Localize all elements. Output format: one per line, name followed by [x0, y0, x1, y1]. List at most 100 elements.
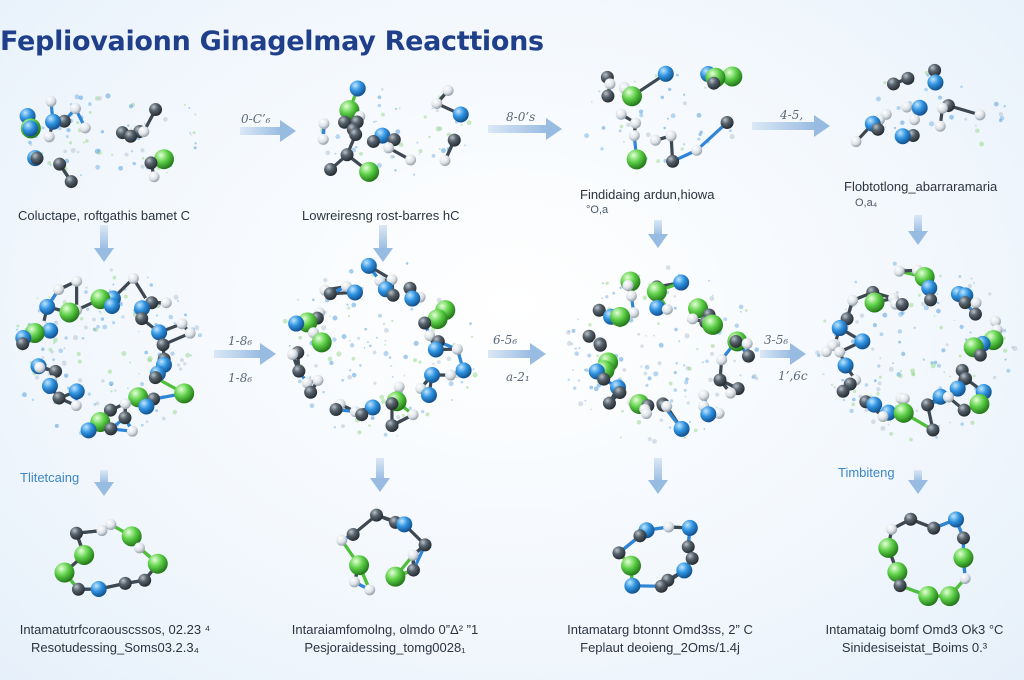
carbon-atom: [893, 579, 907, 593]
carbon-atom: [69, 526, 83, 540]
carbon-atom: [836, 384, 850, 398]
arrow-mid-3: [760, 343, 806, 365]
nitrogen-atom: [42, 322, 59, 339]
chlorine-atom: [887, 562, 908, 583]
molecule-top-1: [19, 95, 174, 189]
hydrogen-atom: [317, 133, 329, 145]
nitrogen-atom: [420, 387, 437, 404]
arrow-label-mid-3-upper: 3-5₆: [764, 333, 789, 347]
hydrogen-atom: [908, 114, 920, 126]
nitrogen-atom: [90, 581, 107, 598]
molecule-bottom-4: [878, 511, 974, 607]
carbon-atom: [30, 151, 44, 165]
nitrogen-atom: [133, 300, 150, 317]
carbon-atom: [968, 307, 982, 321]
chlorine-atom: [349, 555, 370, 576]
carbon-atom: [681, 540, 695, 554]
carbon-atom: [597, 372, 611, 386]
hydrogen-atom: [318, 118, 330, 130]
carbon-atom: [370, 508, 384, 522]
arrow-label-mid-3-lower: 1’,6c: [778, 369, 808, 383]
carbon-atom: [418, 316, 432, 330]
carbon-atom: [104, 422, 118, 436]
hydrogen-atom: [942, 391, 954, 403]
carbon-atom: [135, 312, 149, 326]
nitrogen-atom: [346, 284, 363, 301]
hydrogen-atom: [79, 122, 91, 134]
carbon-atom: [895, 298, 909, 312]
hydrogen-atom: [893, 265, 905, 277]
particle-cloud: [565, 265, 759, 444]
nitrogen-atom: [68, 383, 85, 400]
carbon-atom: [685, 551, 699, 565]
hydrogen-atom: [407, 409, 419, 421]
carbon-atom: [612, 546, 626, 560]
carbon-atom: [138, 573, 152, 587]
arrow-down-8: [908, 470, 928, 494]
chlorine-atom: [74, 544, 95, 565]
nitrogen-atom: [649, 299, 666, 316]
carbon-atom: [385, 419, 399, 433]
hydrogen-atom: [70, 400, 82, 412]
nitrogen-atom: [455, 362, 472, 379]
carbon-atom: [329, 403, 343, 417]
nitrogen-atom: [837, 357, 854, 374]
carbon-atom: [292, 364, 306, 378]
carbon-atom: [156, 338, 170, 352]
hydrogen-atom: [898, 393, 910, 405]
carbon-atom: [633, 529, 647, 543]
hydrogen-atom: [407, 549, 419, 561]
particle-cloud: [28, 93, 197, 177]
carbon-atom: [592, 303, 606, 317]
chlorine-atom: [339, 100, 360, 121]
cluster-mid-2: [287, 257, 472, 433]
nitrogen-atom: [452, 106, 469, 123]
carbon-atom: [387, 133, 401, 147]
nitrogen-atom: [22, 120, 39, 137]
page-title: Fepliovaionn Ginagelmay Reacttions: [0, 26, 544, 57]
arrow-label-mid-2-upper: 6-5₆: [493, 333, 518, 347]
caption-bottom-3-line1: Intamatarg btonnt Omd3ss, 2” C: [567, 622, 753, 637]
nitrogen-atom: [39, 298, 56, 315]
chlorine-atom: [147, 553, 168, 574]
chlorine-atom: [864, 292, 885, 313]
hydrogen-atom: [691, 144, 703, 156]
chlorine-atom: [54, 562, 75, 583]
chlorine-atom: [878, 537, 899, 558]
hydrogen-atom: [348, 576, 360, 588]
hydrogen-atom: [127, 272, 139, 284]
hydrogen-atom: [184, 327, 196, 339]
carbon-atom: [338, 115, 352, 129]
hydrogen-atom: [126, 425, 138, 437]
cluster-mid-4: [820, 264, 1004, 437]
carbon-atom: [148, 371, 162, 385]
carbon-atom: [904, 512, 918, 526]
chlorine-atom: [311, 332, 332, 353]
carbon-atom: [118, 576, 132, 590]
caption-bottom-4-line1: Intamataig bomf Omd3 Ok3 °C: [825, 622, 1004, 637]
arrow-label-mid-1-upper: 1-8₆: [228, 334, 253, 348]
hydrogen-atom: [713, 407, 725, 419]
carbon-atom: [956, 531, 970, 545]
nitrogen-atom: [911, 99, 928, 116]
caption-top-2: Lowreiresng rost-barres hC: [302, 208, 460, 223]
nitrogen-atom: [866, 396, 883, 413]
hydrogen-atom: [665, 130, 677, 142]
caption-bottom-2-line1: Intaraiamfomolng, olmdo 0”Δ² ”1: [291, 622, 479, 637]
hydrogen-atom: [451, 343, 463, 355]
chlorine-atom: [621, 555, 642, 576]
hydrogen-atom: [974, 109, 986, 121]
arrow-down-6: [370, 458, 390, 492]
hydrogen-atom: [649, 134, 661, 146]
hydrogen-atom: [847, 294, 859, 306]
nitrogen-atom: [681, 519, 698, 536]
nitrogen-atom: [854, 333, 871, 350]
hydrogen-atom: [716, 354, 728, 366]
arrow-down-1: [94, 225, 114, 262]
nitrogen-atom: [673, 274, 690, 291]
carbon-atom: [355, 408, 369, 422]
hydrogen-atom: [119, 398, 131, 410]
nitrogen-atom: [676, 562, 693, 579]
molecule-bottom-1: [54, 518, 168, 598]
